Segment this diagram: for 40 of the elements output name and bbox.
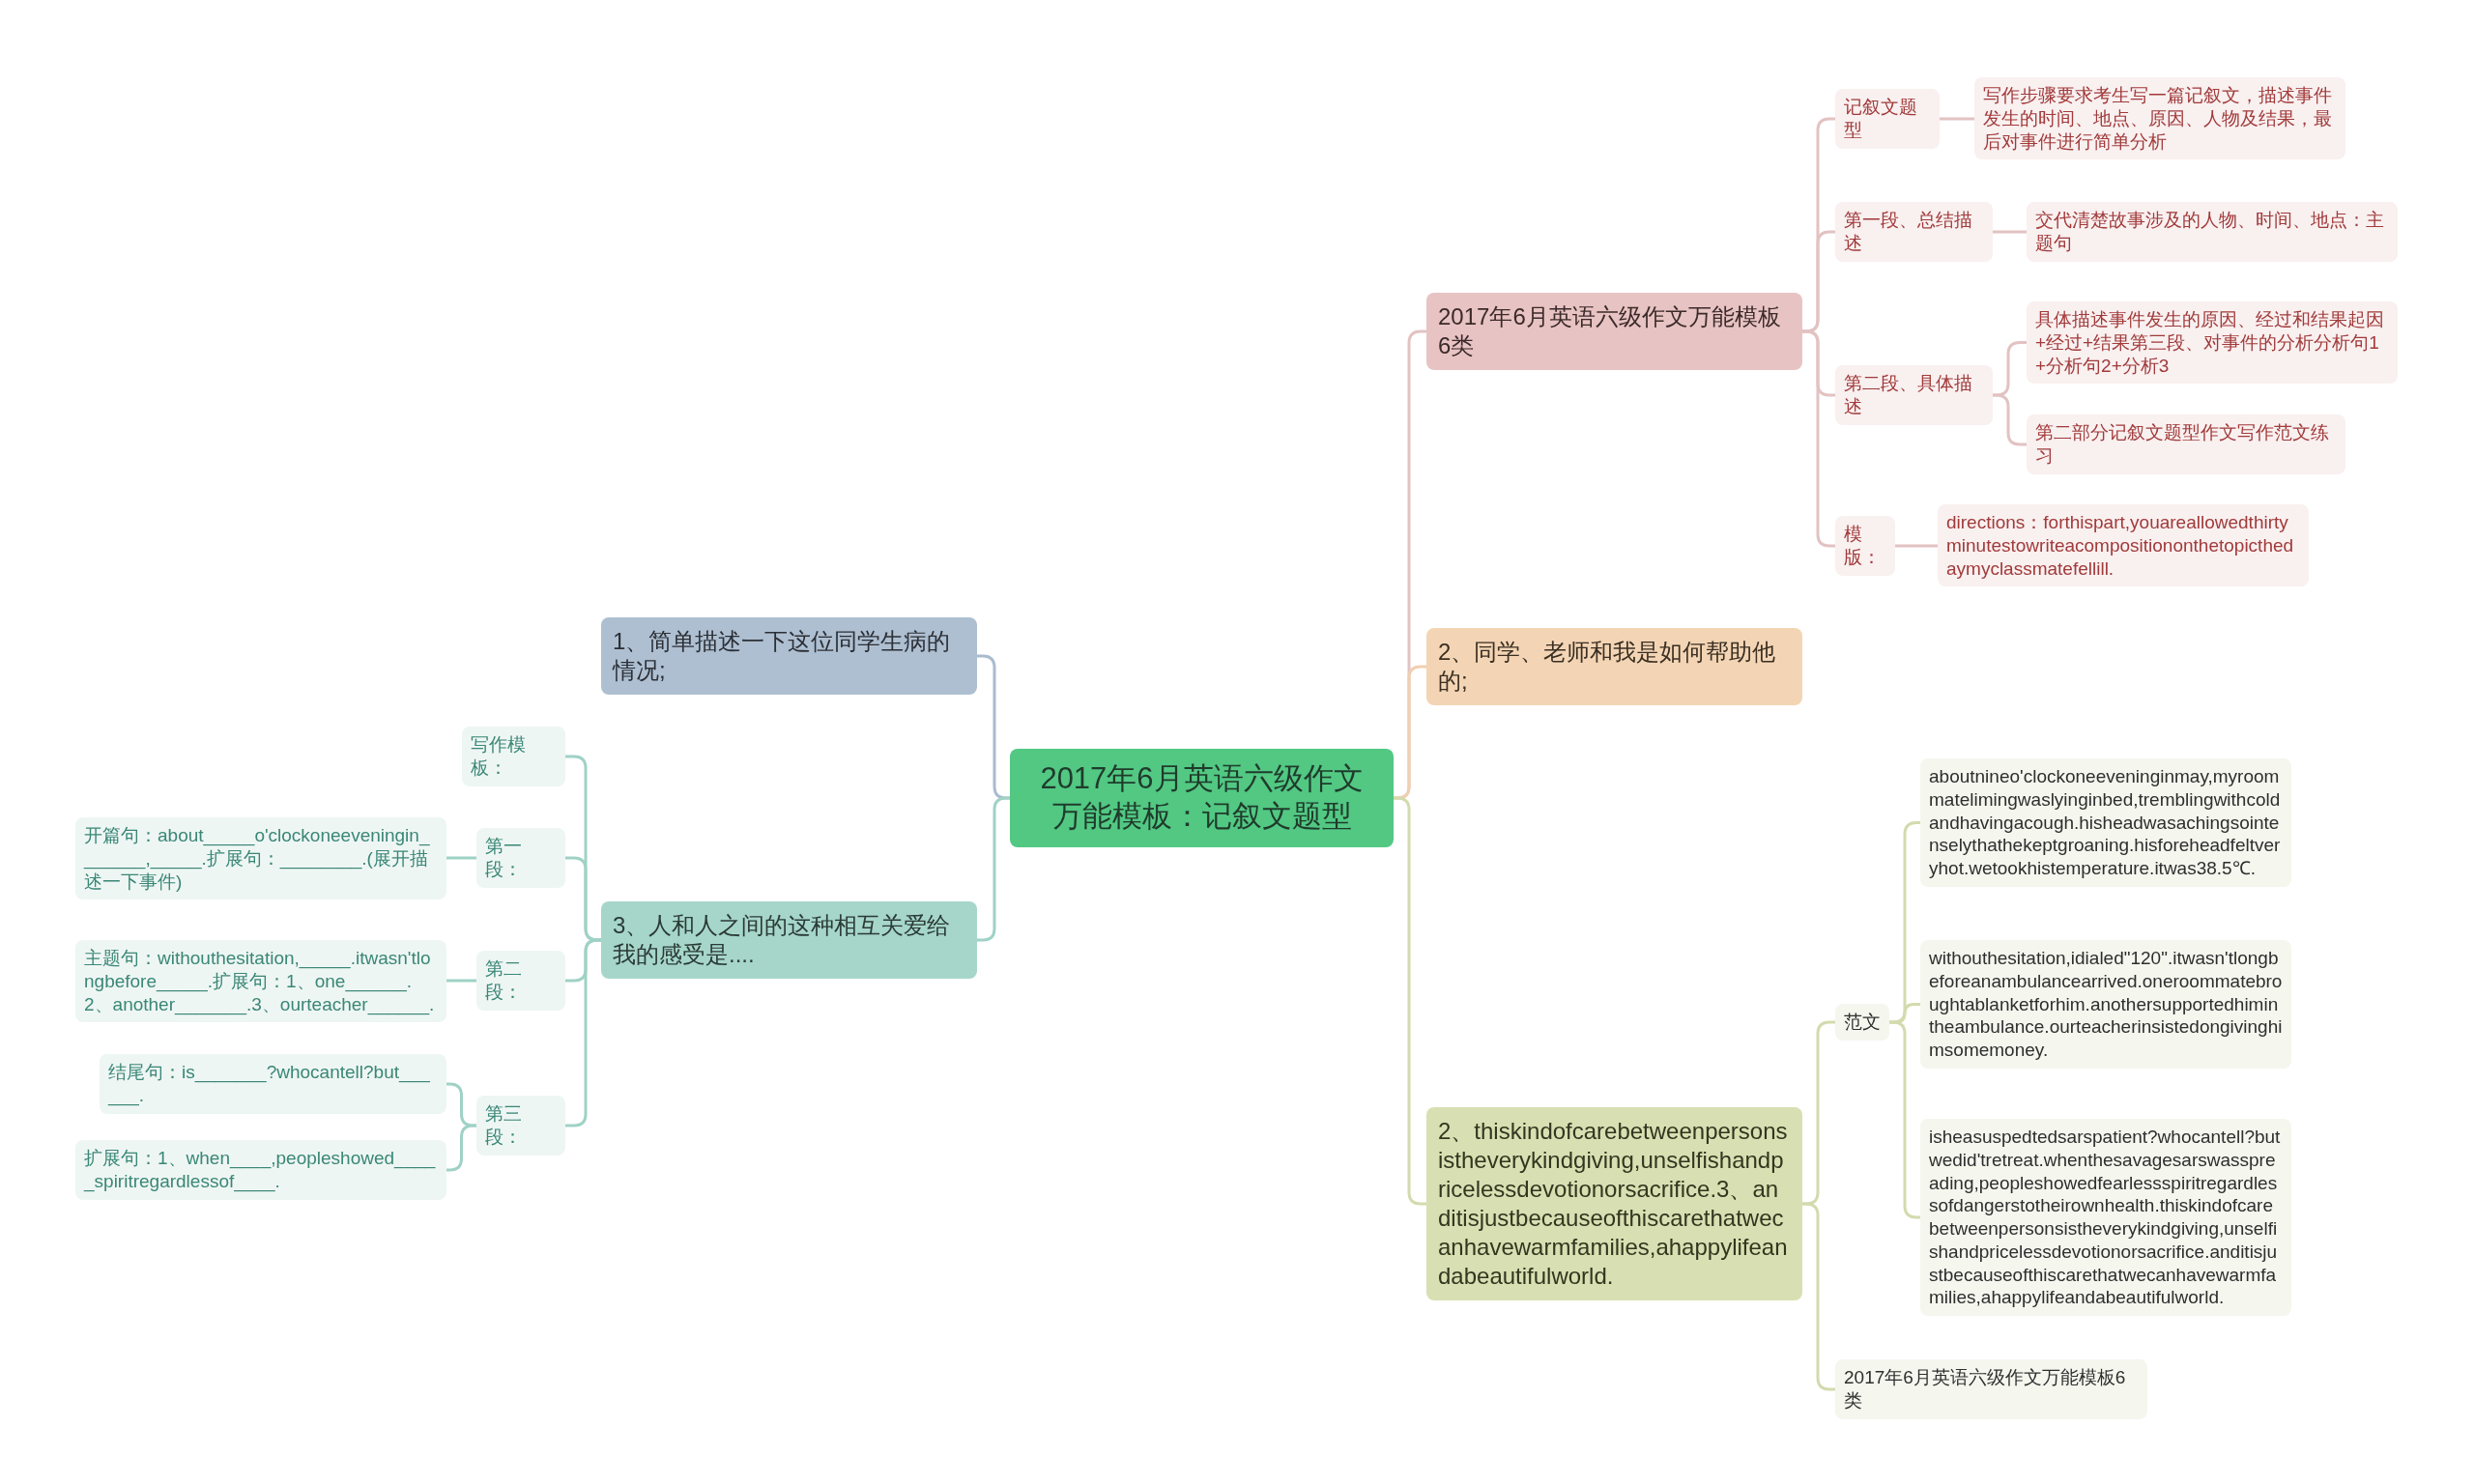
connector-line bbox=[446, 1124, 476, 1172]
subtopic-box: 写作模板： bbox=[462, 727, 565, 786]
branch-topic: 2、同学、老师和我是如何帮助他的; bbox=[1426, 628, 1802, 705]
subtopic-box: 第一段、总结描述 bbox=[1835, 202, 1993, 262]
connector-line bbox=[977, 796, 1010, 942]
subtopic-box: 2017年6月英语六级作文万能模板6类 bbox=[1835, 1359, 2147, 1419]
subtopic-box: 写作步骤要求考生写一篇记叙文，描述事件发生的时间、地点、原因、人物及结果，最后对事件进行简单分析 bbox=[1974, 77, 2345, 160]
branch-topic: 2017年6月英语六级作文万能模板6类 bbox=[1426, 293, 1802, 370]
subtopic-box: 模版： bbox=[1835, 516, 1895, 576]
connector-line bbox=[1940, 117, 1974, 121]
connector-line bbox=[446, 856, 476, 860]
connector-line bbox=[1802, 329, 1835, 548]
subtopic-box: 结尾句：is_______?whocantell?but______. bbox=[100, 1054, 446, 1114]
subtopic-box: 范文 bbox=[1835, 1004, 1889, 1041]
subtopic-box: 扩展句：1、when____,peopleshowed_____spiritregardlessof____. bbox=[75, 1140, 446, 1200]
connector-line bbox=[446, 979, 476, 983]
connector-line bbox=[1895, 544, 1938, 548]
subtopic-box: 第三段： bbox=[476, 1096, 565, 1156]
subtopic-box: 第二部分记叙文题型作文写作范文练习 bbox=[2027, 414, 2345, 474]
connector-line bbox=[1993, 230, 2027, 234]
branch-topic: 1、简单描述一下这位同学生病的情况; bbox=[601, 617, 977, 695]
subtopic-box: 交代清楚故事涉及的人物、时间、地点：主题句 bbox=[2027, 202, 2398, 262]
subtopic-box: withouthesitation,idialed"120".itwasn'tlongbeforeanambulancearrived.oneroommatebroughtablanketforhim.anothersupportedhimintheambulance.ourteacherinsistedongivinghimsomemoney. bbox=[1920, 940, 2291, 1069]
subtopic-box: directions：forthispart,youareallowedthirtyminutestowriteacompositiononthetopicthedaymyclassmatefellill. bbox=[1938, 504, 2309, 587]
connector-line bbox=[1802, 1202, 1835, 1391]
subtopic-box: 第一段： bbox=[476, 828, 565, 888]
branch-topic: 2、thiskindofcarebetweenpersonsistheverykindgiving,unselfishandpricelessdevotionorsacrifice.3、anditisjustbecauseofthiscarethatwecanhavewarmfamilies,ahappylifeandabeautifulworld. bbox=[1426, 1107, 1802, 1300]
central-topic: 2017年6月英语六级作文万能模板：记叙文题型 bbox=[1010, 749, 1394, 847]
subtopic-box: 开篇句：about_____o'clockoneeveningin_______,_____.扩展句：________.(展开描述一下事件) bbox=[75, 817, 446, 900]
connector-line bbox=[565, 938, 601, 1127]
subtopic-box: isheasuspedtedsarspatient?whocantell?butwedid'tretreat.whenthesavagesarswasspreading,peopleshowedfearlessspiritregardlessofdangerstotheirownhealth.thiskindofcarebetweenpersonsistheverykindgiving,unselfishandpricelessdevotionorsacrifice.anditisjustbecauseofthiscarethatwecanhavewarmfamilies,ahappylifeandabeautifulworld. bbox=[1920, 1119, 2291, 1316]
connector-line bbox=[1993, 393, 2027, 446]
subtopic-box: 具体描述事件发生的原因、经过和结果起因+经过+结果第三段、对事件的分析分析句1+分析句2+分析3 bbox=[2027, 301, 2398, 385]
subtopic-box: 第二段： bbox=[476, 951, 565, 1011]
connector-line bbox=[1394, 796, 1426, 1206]
subtopic-box: 主题句：withouthesitation,_____.itwasn'tlongbefore_____.扩展句：1、one______.2、another_______.3、ourteacher______. bbox=[75, 940, 446, 1023]
subtopic-box: aboutnineo'clockoneeveninginmay,myroommatelimingwaslyinginbed,tremblingwithcoldandhavingacough.hisheadwasachingsointenselythathekeptgroaning.hisforeheadfeltveryhot.wetookhistemperature.itwas38.5℃. bbox=[1920, 758, 2291, 887]
subtopic-box: 记叙文题型 bbox=[1835, 89, 1940, 149]
branch-topic: 3、人和人之间的这种相互关爱给我的感受是.... bbox=[601, 901, 977, 979]
subtopic-box: 第二段、具体描述 bbox=[1835, 365, 1993, 425]
